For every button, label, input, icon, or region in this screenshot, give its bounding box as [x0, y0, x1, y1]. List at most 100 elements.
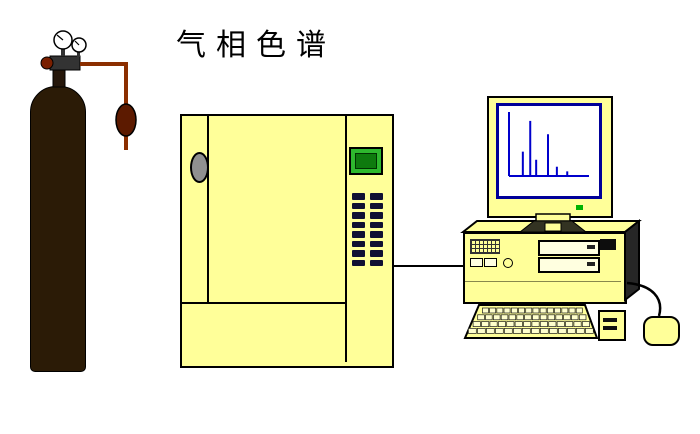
keyboard-key: [531, 328, 540, 334]
gauge-needle-1: [56, 34, 64, 41]
keyboard-key: [468, 328, 477, 334]
keyboard-key: [575, 307, 583, 314]
keyboard-key: [578, 314, 587, 321]
gc-control-panel-divider: [345, 116, 347, 362]
keyboard-key: [516, 314, 524, 321]
gc-display-screen-inner: [355, 153, 377, 169]
keyboard-key: [532, 307, 540, 314]
gc-panel-button: [370, 193, 383, 200]
keyboard-key: [489, 321, 498, 327]
keyboard-key: [477, 314, 485, 321]
case-button-2: [484, 258, 497, 267]
keyboard-key: [563, 314, 571, 321]
keyboard-key: [472, 321, 481, 327]
keyboard-key: [525, 307, 533, 314]
case-button-1: [470, 258, 483, 267]
mouse: [643, 316, 680, 346]
keyboard-key: [565, 321, 574, 327]
monitor: [487, 96, 613, 218]
pressure-gauge-1: [53, 30, 73, 50]
keyboard-key: [477, 328, 486, 334]
keyboard-key: [518, 307, 525, 314]
keyboard-key: [503, 307, 511, 314]
keyboard-key: [561, 307, 569, 314]
keyboard-key: [482, 307, 489, 314]
gc-panel-button: [370, 231, 383, 238]
keyboard-key: [548, 321, 557, 327]
gc-panel-button: [370, 202, 383, 209]
keyboard-key: [513, 328, 522, 334]
gc-door-edge-vertical: [207, 116, 209, 302]
drive-eject-button-1: [587, 245, 595, 249]
case-right-face: [624, 218, 640, 303]
gc-panel-button: [370, 240, 383, 247]
keyboard-key: [539, 307, 547, 314]
regulator-valve-body: [49, 55, 81, 71]
regulator-handwheel: [40, 56, 54, 70]
case-keylock: [503, 258, 513, 268]
keyboard-key: [549, 328, 558, 334]
keyboard-key: [547, 314, 556, 321]
pressure-gauge-2: [71, 37, 87, 53]
keyboard-key: [514, 321, 523, 327]
gauge-needle-2: [74, 40, 80, 46]
keyboard-key: [540, 328, 549, 334]
keyboard-key: [556, 321, 565, 327]
gc-injector-port: [190, 152, 209, 183]
keyboard-key: [585, 328, 594, 334]
gc-door-edge-horizontal: [182, 302, 347, 304]
monitor-power-led: [576, 205, 583, 210]
computer-case: [463, 232, 627, 304]
monitor-stand-base: [518, 220, 588, 233]
keyboard-key: [539, 314, 548, 321]
keyboard-key: [500, 314, 509, 321]
side-device-stripe-2: [603, 326, 617, 330]
keyboard-key: [555, 314, 563, 321]
keyboard-key: [524, 314, 532, 321]
gc-panel-button: [352, 240, 365, 247]
gc-panel-button: [352, 193, 365, 200]
keyboard-key: [504, 328, 513, 334]
case-power-switch: [600, 239, 616, 250]
keyboard-key: [506, 321, 515, 327]
gc-panel-button: [352, 231, 365, 238]
gauge-stem-2: [77, 51, 80, 57]
monitor-screen: [496, 103, 602, 199]
side-device: [598, 310, 626, 341]
monitor-stand-base-front: [544, 222, 562, 232]
keyboard-key: [573, 321, 582, 327]
gauge-stem-1: [61, 47, 65, 56]
keyboard-key: [495, 328, 504, 334]
keyboard: [463, 304, 599, 339]
flow-controller-bulb: [115, 103, 137, 137]
case-seam-line: [465, 281, 621, 282]
gc-panel-button: [352, 221, 365, 228]
keyboard-body: [463, 304, 599, 339]
pressure-regulator: [40, 30, 87, 88]
keyboard-key: [567, 328, 576, 334]
chromatogram-plot: [508, 112, 589, 177]
keyboard-key: [522, 328, 531, 334]
gc-display-screen: [349, 147, 383, 175]
keyboard-key: [497, 321, 506, 327]
side-device-stripe-1: [603, 318, 617, 322]
floppy-drive-bay-1: [538, 240, 600, 256]
gc-panel-button: [370, 212, 383, 219]
keyboard-key: [508, 314, 517, 321]
drive-eject-button-2: [587, 262, 595, 266]
keyboard-key: [558, 328, 567, 334]
keyboard-key: [531, 321, 540, 327]
gc-panel-button: [352, 250, 365, 257]
keyboard-key: [532, 314, 540, 321]
gc-panel-button: [352, 202, 365, 209]
mouse-cable: [626, 281, 662, 317]
keyboard-key: [486, 328, 495, 334]
gc-panel-button: [370, 259, 383, 266]
keyboard-key: [568, 307, 576, 314]
floppy-drive-bay-2: [538, 257, 600, 273]
cylinder-neck: [52, 69, 66, 88]
keyboard-key: [481, 321, 490, 327]
diagram-title: 气相色谱: [176, 28, 336, 63]
keyboard-key: [523, 321, 532, 327]
